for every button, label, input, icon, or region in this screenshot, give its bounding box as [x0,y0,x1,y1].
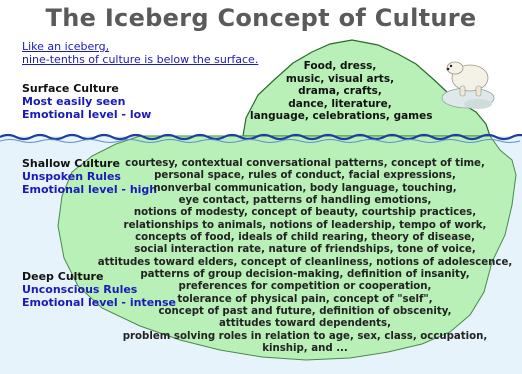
intro-line-2: nine-tenths of culture is below the surf… [22,53,259,66]
deep-item: nonverbal communication, body language, … [153,182,457,194]
deep-item: concept of past and future, definition o… [158,306,452,318]
deep-item: eye contact, patterns of handling emotio… [178,195,432,207]
surface-culture-label: Surface Culture Most easily seen Emotion… [22,82,151,121]
surface-sub-2: Emotional level - low [22,108,152,121]
deep-sub-2: Emotional level - intense [22,296,176,309]
deep-item: relationships to animals, notions of lea… [123,219,487,231]
surface-item: Food, dress, [303,60,377,72]
iceberg-tip [242,39,491,137]
deep-item: personal space, rules of conduct, facial… [154,170,456,182]
water-surface-wave-2 [0,139,521,143]
deep-item: problem solving roles in relation to age… [122,330,488,342]
shallow-sub-2: Emotional level - high [22,183,158,196]
deep-item: kinship, and ... [262,343,348,355]
deep-items-list: courtesy, contextual conversational patt… [80,158,522,356]
deep-item: patterns of group decision-making, defin… [140,269,470,281]
intro-line-1: Like an iceberg, [22,40,110,53]
deep-item: attitudes toward elders, concept of clea… [97,256,513,268]
deep-heading: Deep Culture [22,270,104,283]
deep-item: attitudes toward dependents, [219,318,391,330]
shallow-sub-1: Unspoken Rules [22,170,121,183]
surface-items-list: Food, dress, music, visual arts, drama, … [250,60,433,123]
shallow-culture-label: Shallow Culture Unspoken Rules Emotional… [22,157,157,196]
shallow-heading: Shallow Culture [22,157,120,170]
surface-item: dance, literature, [288,97,392,110]
surface-item: drama, crafts, [298,85,382,97]
page-title: The Iceberg Concept of Culture [45,4,477,32]
deep-sub-1: Unconscious Rules [22,283,138,296]
polar-bear-icon [441,61,495,109]
surface-sub-1: Most easily seen [22,95,126,108]
water-surface-wave [0,133,522,141]
surface-item: language, celebrations, games [250,110,433,122]
deep-item: courtesy, contextual conversational patt… [125,158,485,169]
deep-item: notions of modesty, concept of beauty, c… [133,207,477,219]
deep-culture-label: Deep Culture Unconscious Rules Emotional… [22,270,176,309]
surface-item: music, visual arts, [285,72,395,85]
deep-item: social interaction rate, nature of frien… [134,244,476,256]
intro-text: Like an iceberg, nine-tenths of culture … [22,40,258,66]
deep-item: preferences for competition or cooperati… [178,281,432,293]
deep-item: concepts of food, ideals of child rearin… [135,232,475,244]
deep-item: tolerance of physical pain, concept of "… [177,293,433,305]
iceberg-underwater [57,135,517,361]
surface-heading: Surface Culture [22,82,119,95]
